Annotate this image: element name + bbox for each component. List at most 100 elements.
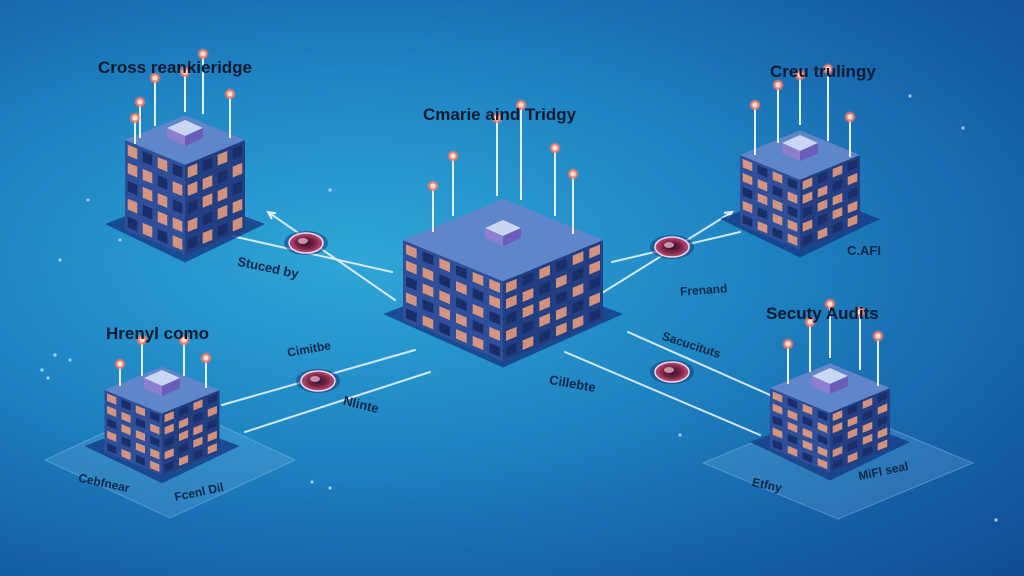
sparkle [678, 433, 682, 437]
window [847, 451, 858, 464]
window [802, 415, 813, 428]
roof-unit [782, 143, 800, 161]
window [506, 294, 517, 309]
window [742, 186, 753, 200]
antenna-beacon-core [181, 337, 187, 343]
window [787, 219, 798, 232]
sparkle [46, 376, 50, 380]
window [107, 430, 117, 442]
window [150, 435, 160, 448]
window [150, 411, 160, 423]
window [406, 308, 417, 323]
window [127, 198, 138, 214]
arrow-icon [266, 210, 277, 220]
window [439, 322, 450, 337]
window [217, 150, 228, 166]
antenna-beacon-core [847, 114, 853, 120]
window [207, 430, 217, 442]
window [862, 397, 873, 409]
window [862, 445, 873, 457]
antenna-beacon-core [807, 319, 813, 325]
window [802, 233, 813, 246]
window [193, 448, 203, 461]
window [522, 335, 534, 350]
antenna-beacon-core [827, 301, 833, 307]
window [506, 310, 517, 325]
building-bottom-right-side-left [770, 388, 830, 473]
window [406, 276, 417, 291]
window [802, 427, 813, 440]
window [802, 403, 813, 416]
window [817, 171, 828, 184]
window [157, 211, 168, 226]
window [142, 150, 153, 166]
window [877, 439, 888, 451]
antenna-beacon-core [132, 115, 138, 121]
window [742, 200, 753, 214]
sparkle [53, 353, 57, 357]
window [422, 299, 434, 314]
window [787, 233, 798, 246]
eye-lens-icon-highlight [664, 242, 674, 248]
window [539, 313, 550, 328]
antenna-beacon-core [117, 361, 123, 367]
window [456, 265, 467, 280]
window [817, 185, 828, 198]
window [217, 222, 228, 238]
window [539, 329, 550, 344]
window [556, 258, 567, 273]
antenna-beacon-core [227, 91, 233, 97]
sparkle [58, 258, 62, 262]
antenna-beacon-core [552, 145, 558, 151]
window [172, 235, 183, 251]
roof-unit [162, 378, 180, 396]
window [422, 267, 434, 282]
window [787, 409, 798, 421]
window [217, 186, 228, 202]
window [589, 260, 600, 275]
window [107, 405, 117, 418]
window [802, 219, 813, 232]
window [757, 193, 768, 206]
window [862, 433, 873, 445]
roof-unit [185, 128, 203, 146]
window [207, 405, 217, 418]
window [757, 165, 768, 178]
window [107, 418, 117, 430]
window [772, 415, 783, 427]
window [832, 193, 843, 206]
window [589, 292, 600, 307]
sparkle [328, 188, 332, 192]
window [742, 214, 753, 228]
window [589, 276, 600, 291]
connector-center-to-bottom-left-2 [244, 371, 431, 433]
window [742, 158, 753, 172]
window [832, 458, 843, 470]
window [817, 422, 828, 434]
window [506, 278, 517, 293]
building-bottom-left [84, 334, 240, 484]
roof-unit [830, 376, 848, 394]
window [757, 207, 768, 220]
antenna-beacon-core [775, 82, 781, 88]
window [787, 445, 798, 457]
window [150, 460, 160, 472]
window [772, 427, 783, 439]
window [817, 434, 828, 446]
window [121, 411, 131, 423]
building-top-left-side-right [185, 140, 245, 255]
window [802, 177, 813, 190]
sparkle [328, 486, 332, 490]
window [572, 267, 584, 282]
window [847, 439, 858, 452]
building-bottom-right [750, 298, 910, 481]
window [772, 391, 783, 403]
window [772, 439, 783, 451]
eye-lens-icon-highlight [664, 367, 674, 373]
window [506, 342, 517, 357]
window [422, 315, 434, 330]
window [150, 448, 160, 460]
node-title-top-left: Cross reankieridge [98, 58, 253, 77]
window [572, 251, 584, 266]
window [556, 306, 567, 321]
